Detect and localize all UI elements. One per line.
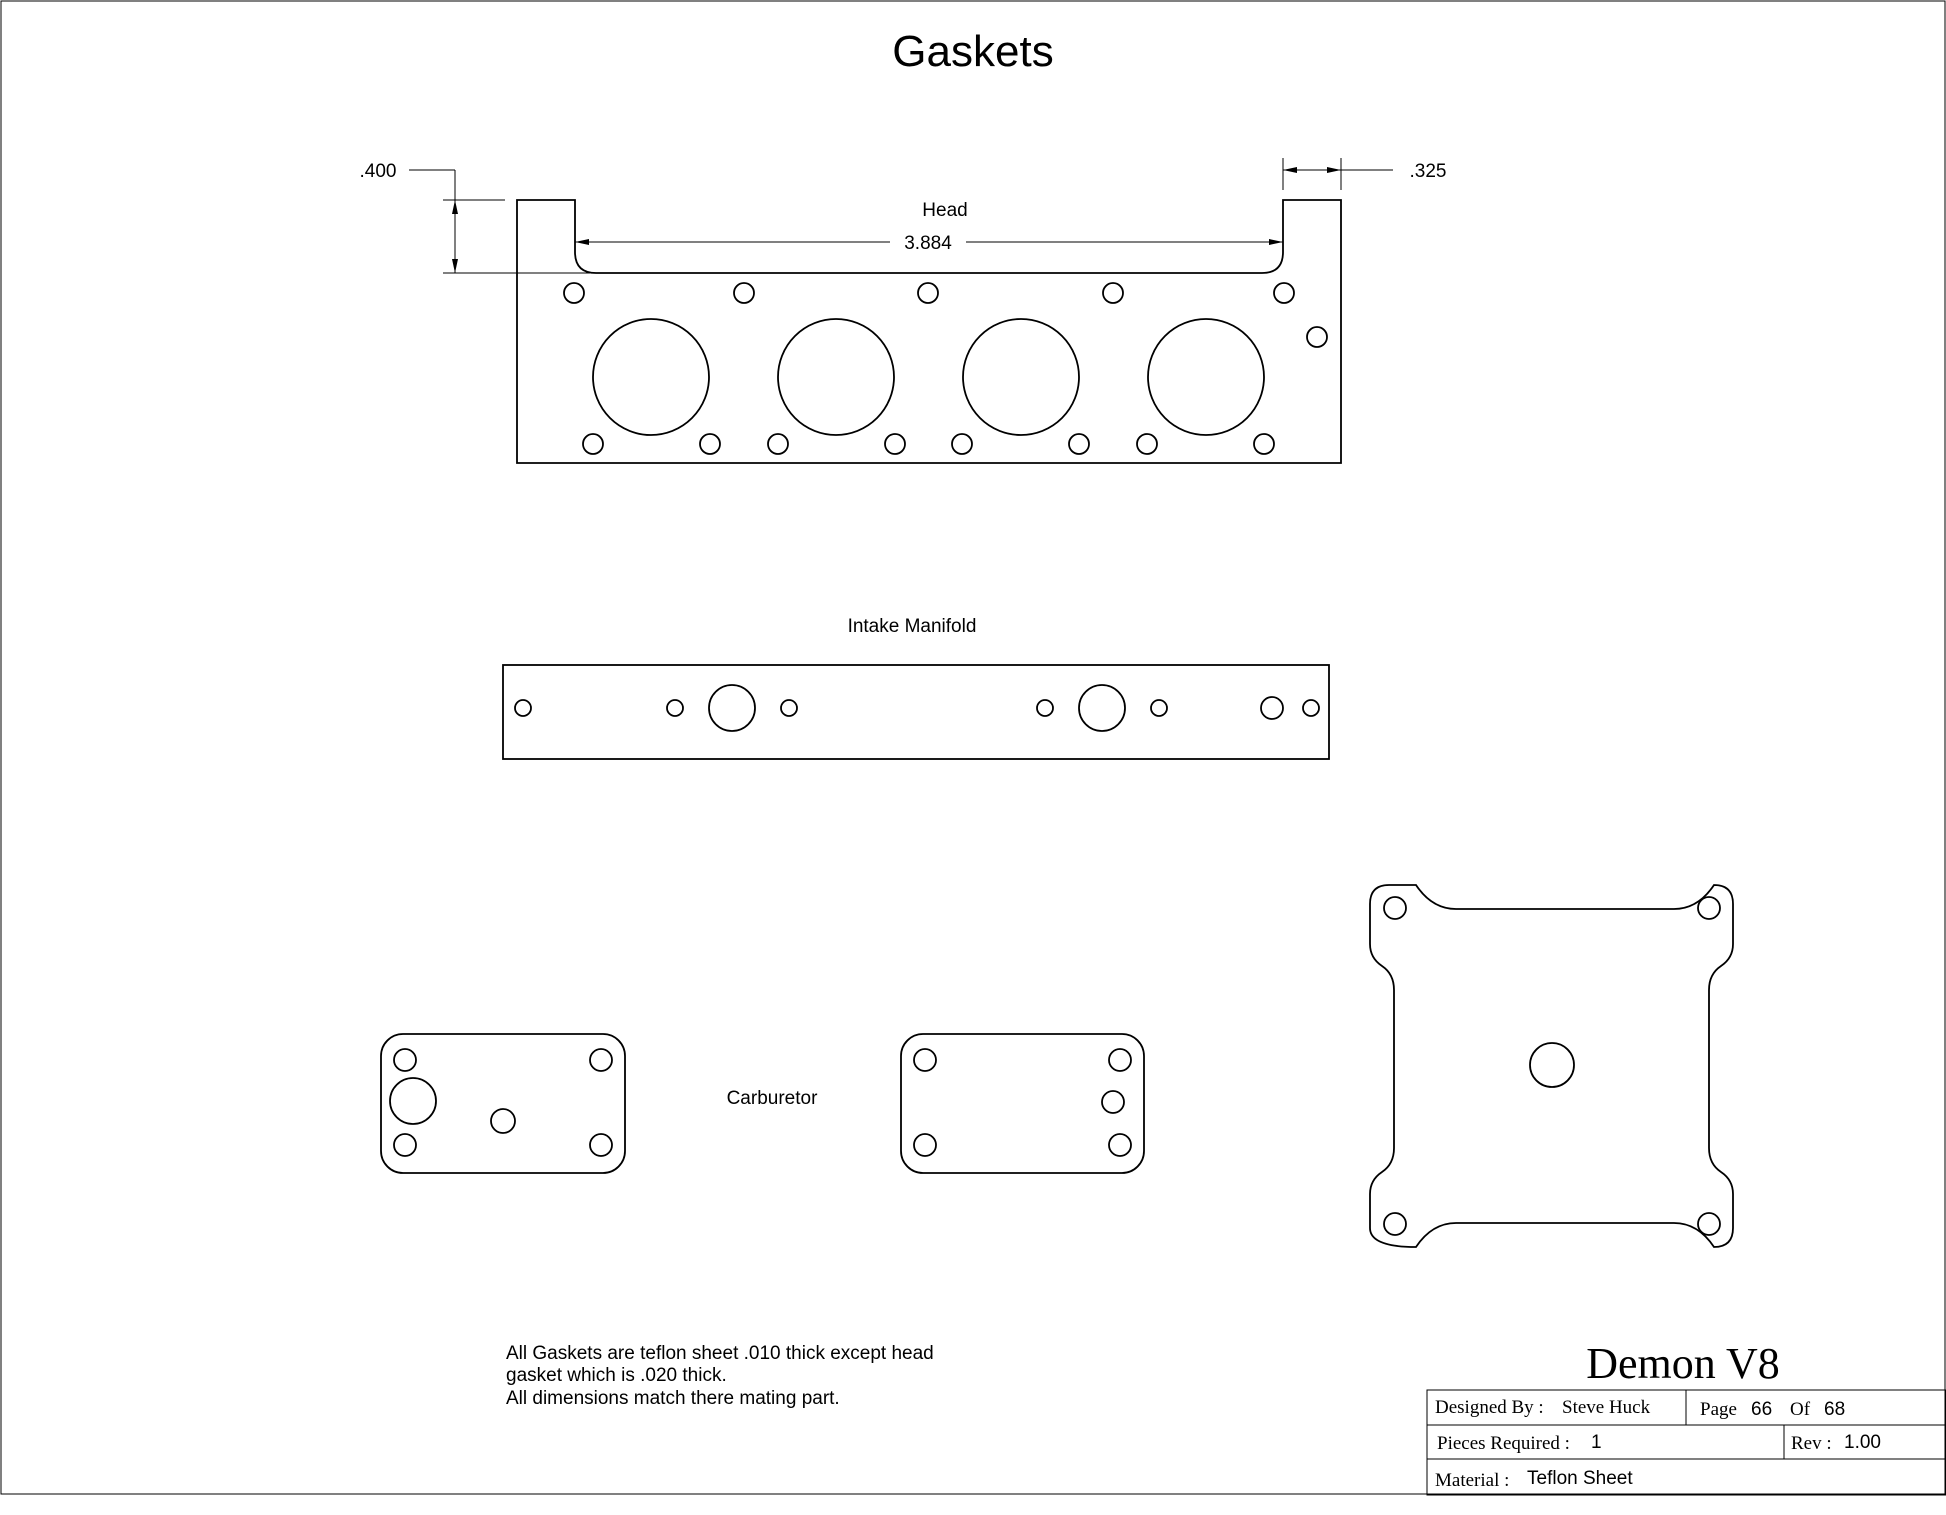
carburetor-hole bbox=[913, 1133, 937, 1157]
base-gasket-main-outline bbox=[1369, 884, 1734, 1248]
intake-hole bbox=[1150, 699, 1168, 717]
head-bolt-hole bbox=[1136, 433, 1158, 455]
carburetor-hole bbox=[1108, 1133, 1132, 1157]
head-bolt-hole bbox=[951, 433, 973, 455]
carburetor-gasket-right-outline bbox=[900, 1033, 1145, 1174]
intake-port bbox=[1078, 684, 1126, 732]
head-gasket bbox=[516, 199, 1342, 464]
page-number: 66 bbox=[1751, 1399, 1772, 1420]
carburetor-hole bbox=[393, 1048, 417, 1072]
material-value: Teflon Sheet bbox=[1527, 1468, 1633, 1489]
head-bolt-hole bbox=[917, 282, 939, 304]
intake-hole bbox=[666, 699, 684, 717]
head-bore-2 bbox=[777, 318, 895, 436]
rev-label: Rev : bbox=[1791, 1433, 1832, 1454]
intake-gasket-outline bbox=[502, 664, 1330, 760]
note-line-2: gasket which is .020 thick. bbox=[506, 1365, 727, 1386]
page-title: Gaskets bbox=[892, 27, 1053, 76]
designed-by-label: Designed By : bbox=[1435, 1397, 1544, 1418]
base-center-port bbox=[1529, 1042, 1575, 1088]
head-bolt-hole bbox=[767, 433, 789, 455]
base-bolt-hole bbox=[1383, 896, 1407, 920]
head-bolt-hole bbox=[699, 433, 721, 455]
dimension-span-label: 3.884 bbox=[904, 233, 952, 254]
base-bolt-hole bbox=[1697, 1212, 1721, 1236]
project-name: Demon V8 bbox=[1586, 1339, 1780, 1388]
pieces-label: Pieces Required : bbox=[1437, 1433, 1570, 1454]
intake-label: Intake Manifold bbox=[848, 616, 977, 637]
intake-port bbox=[708, 684, 756, 732]
head-bolt-hole bbox=[582, 433, 604, 455]
mask bbox=[1380, 870, 1390, 871]
dimension-width bbox=[1282, 158, 1393, 190]
intake-hole bbox=[1036, 699, 1054, 717]
note-line-1: All Gaskets are teflon sheet .010 thick … bbox=[506, 1343, 934, 1364]
carburetor-hole bbox=[589, 1048, 613, 1072]
head-bolt-hole bbox=[1273, 282, 1295, 304]
intake-gasket bbox=[502, 664, 1330, 760]
rev-value: 1.00 bbox=[1844, 1432, 1881, 1453]
intake-hole bbox=[1260, 696, 1284, 720]
head-bore-4 bbox=[1147, 318, 1265, 436]
designed-by-value: Steve Huck bbox=[1562, 1397, 1651, 1418]
carburetor-hole bbox=[393, 1133, 417, 1157]
carburetor-gasket-right bbox=[900, 1033, 1145, 1174]
head-bolt-hole bbox=[563, 282, 585, 304]
base-bolt-hole bbox=[1697, 896, 1721, 920]
head-bolt-hole bbox=[1102, 282, 1124, 304]
head-bolt-hole bbox=[1068, 433, 1090, 455]
dimension-span bbox=[575, 239, 1283, 245]
head-bolt-hole bbox=[733, 282, 755, 304]
intake-hole bbox=[1302, 699, 1320, 717]
carburetor-gasket-left-outline bbox=[380, 1033, 626, 1174]
material-label: Material : bbox=[1435, 1470, 1509, 1491]
carburetor-gasket-left bbox=[380, 1033, 626, 1174]
head-bolt-hole bbox=[884, 433, 906, 455]
pieces-value: 1 bbox=[1591, 1432, 1602, 1453]
head-bolt-hole bbox=[1253, 433, 1275, 455]
carburetor-hole bbox=[589, 1133, 613, 1157]
carburetor-label: Carburetor bbox=[727, 1088, 818, 1109]
dimension-width-label: .325 bbox=[1410, 161, 1447, 182]
carburetor-hole bbox=[1108, 1048, 1132, 1072]
dimension-height-label: .400 bbox=[360, 161, 397, 182]
page-total: 68 bbox=[1824, 1399, 1845, 1420]
base-bolt-hole bbox=[1383, 1212, 1407, 1236]
carburetor-hole bbox=[1101, 1090, 1125, 1114]
carburetor-hole bbox=[490, 1108, 516, 1134]
carburetor-port bbox=[389, 1077, 437, 1125]
head-bore-1 bbox=[592, 318, 710, 436]
carburetor-hole bbox=[913, 1048, 937, 1072]
intake-hole bbox=[780, 699, 798, 717]
head-bolt-hole bbox=[1306, 326, 1328, 348]
page-label: Page bbox=[1700, 1399, 1737, 1420]
head-bore-3 bbox=[962, 318, 1080, 436]
head-gasket-outline bbox=[516, 199, 1342, 464]
note-line-3: All dimensions match there mating part. bbox=[506, 1388, 840, 1409]
dimension-height bbox=[409, 169, 590, 274]
of-label: Of bbox=[1790, 1399, 1811, 1420]
intake-hole bbox=[514, 699, 532, 717]
head-label: Head bbox=[922, 200, 967, 221]
title-block bbox=[1426, 1389, 1946, 1496]
base-gasket-shape bbox=[1369, 884, 1734, 1248]
